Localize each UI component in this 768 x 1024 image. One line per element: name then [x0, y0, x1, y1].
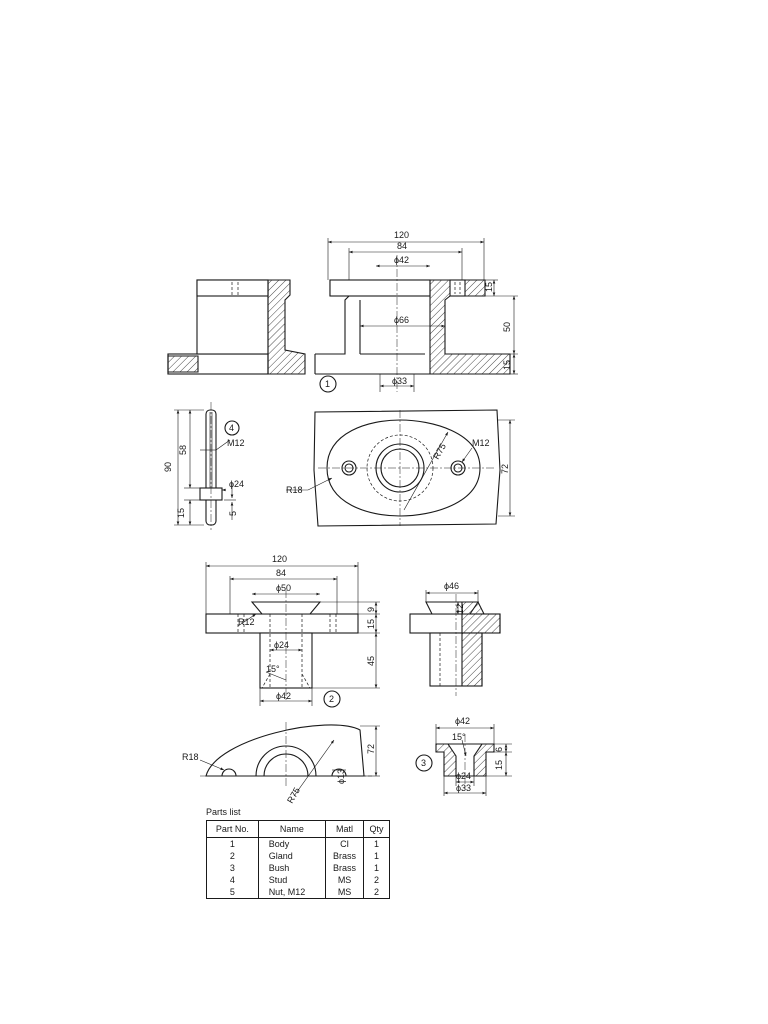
- bush-section-view: ϕ42 15° 6 15 ϕ24 ϕ33 3: [415, 716, 512, 796]
- dim-dia-42: ϕ42: [276, 691, 291, 701]
- header-part-no: Part No.: [206, 820, 259, 838]
- part-number-3: 3: [421, 758, 426, 768]
- part-number-1: 1: [325, 379, 330, 389]
- name-cell: Stud: [257, 874, 327, 886]
- dim-dia-42: ϕ42: [394, 255, 409, 265]
- part-no-cell: 2: [206, 850, 259, 862]
- angle-15: 15°: [266, 664, 280, 674]
- parts-list-title: Parts list: [206, 807, 241, 817]
- dim-72: 72: [500, 464, 510, 474]
- dim-9: 9: [366, 607, 376, 612]
- qty-cell: 2: [363, 874, 390, 886]
- angle-15: 15°: [452, 732, 466, 742]
- dim-84: 84: [276, 568, 286, 578]
- matl-cell: MS: [325, 874, 365, 886]
- radius-r18: R18: [182, 752, 199, 762]
- qty-cell: 1: [363, 850, 390, 862]
- dim-50: 50: [502, 322, 512, 332]
- table-row: 2 Gland Brass 1: [206, 850, 390, 862]
- dim-dia-13: ϕ13: [336, 769, 346, 784]
- dim-dia-33: ϕ33: [392, 376, 407, 386]
- gland-top-view: R18 R75 72 ϕ13: [182, 722, 380, 805]
- table-row: 4 Stud MS 2: [206, 874, 390, 886]
- dim-6: 6: [494, 747, 504, 752]
- radius-r18: R18: [286, 485, 303, 495]
- dim-dia-24: ϕ24: [229, 479, 244, 489]
- dim-15-bottom: 15: [502, 360, 512, 370]
- dim-dia-46: ϕ46: [444, 581, 459, 591]
- body-front-section-view: 120 84 ϕ42 ϕ66 ϕ33 15 50 15 1: [167, 230, 518, 393]
- part-balloon-3: [415, 754, 433, 772]
- dim-84: 84: [397, 241, 407, 251]
- part-balloon-4: [224, 420, 240, 436]
- radius-r12: R12: [238, 617, 255, 627]
- stud-view: 90 58 15 5 M12 ϕ24 4: [163, 402, 245, 530]
- gland-front-view: 120 84 ϕ50 9 15 45 R12 ϕ24 15° ϕ42 2: [205, 554, 380, 708]
- matl-cell: Brass: [325, 850, 365, 862]
- dim-dia-33: ϕ33: [456, 783, 471, 793]
- header-matl: Matl: [325, 820, 365, 838]
- matl-cell: Brass: [325, 862, 365, 874]
- table-row: 3 Bush Brass 1: [206, 862, 390, 874]
- dim-dia-42: ϕ42: [455, 716, 470, 726]
- dim-dia-24: ϕ24: [456, 771, 471, 781]
- dim-90: 90: [163, 462, 173, 472]
- dim-15-top: 15: [484, 282, 494, 292]
- thread-m12: M12: [472, 438, 490, 448]
- dim-15: 15: [366, 619, 376, 629]
- table-row: 1 Body CI 1: [206, 837, 390, 850]
- part-number-2: 2: [329, 694, 334, 704]
- dim-12: 12: [455, 604, 465, 614]
- part-balloon-1: [319, 375, 337, 393]
- dim-5: 5: [228, 511, 238, 516]
- dim-dia-66: ϕ66: [394, 315, 409, 325]
- qty-cell: 2: [363, 886, 390, 899]
- dim-15: 15: [176, 508, 186, 518]
- matl-cell: MS: [325, 886, 365, 899]
- name-cell: Nut, M12: [257, 886, 327, 899]
- dim-120: 120: [394, 230, 409, 240]
- parts-list-table: Part No. Name Matl Qty 1 Body CI 1 2 Gla…: [206, 820, 390, 899]
- matl-cell: CI: [325, 837, 365, 850]
- name-cell: Gland: [257, 850, 327, 862]
- dim-72: 72: [366, 744, 376, 754]
- part-no-cell: 4: [206, 874, 259, 886]
- thread-m12: M12: [227, 438, 245, 448]
- header-qty: Qty: [363, 820, 390, 838]
- part-no-cell: 1: [206, 837, 259, 850]
- dim-58: 58: [178, 445, 188, 455]
- dim-dia-50: ϕ50: [276, 583, 291, 593]
- dim-120: 120: [272, 554, 287, 564]
- part-number-4: 4: [229, 423, 234, 433]
- part-no-cell: 5: [206, 886, 259, 899]
- part-no-cell: 3: [206, 862, 259, 874]
- dim-15: 15: [494, 760, 504, 770]
- qty-cell: 1: [363, 837, 390, 850]
- qty-cell: 1: [363, 862, 390, 874]
- name-cell: Body: [257, 837, 327, 850]
- name-cell: Bush: [257, 862, 327, 874]
- part-balloon-2: [323, 690, 341, 708]
- table-row: 5 Nut, M12 MS 2: [206, 886, 390, 899]
- gland-side-section-view: ϕ46 12: [409, 581, 501, 696]
- header-name: Name: [257, 820, 327, 838]
- dim-dia-24: ϕ24: [274, 640, 289, 650]
- body-top-view: M12 R75 R18 72: [286, 409, 515, 527]
- dim-45: 45: [366, 656, 376, 666]
- parts-list-header-row: Part No. Name Matl Qty: [206, 820, 390, 838]
